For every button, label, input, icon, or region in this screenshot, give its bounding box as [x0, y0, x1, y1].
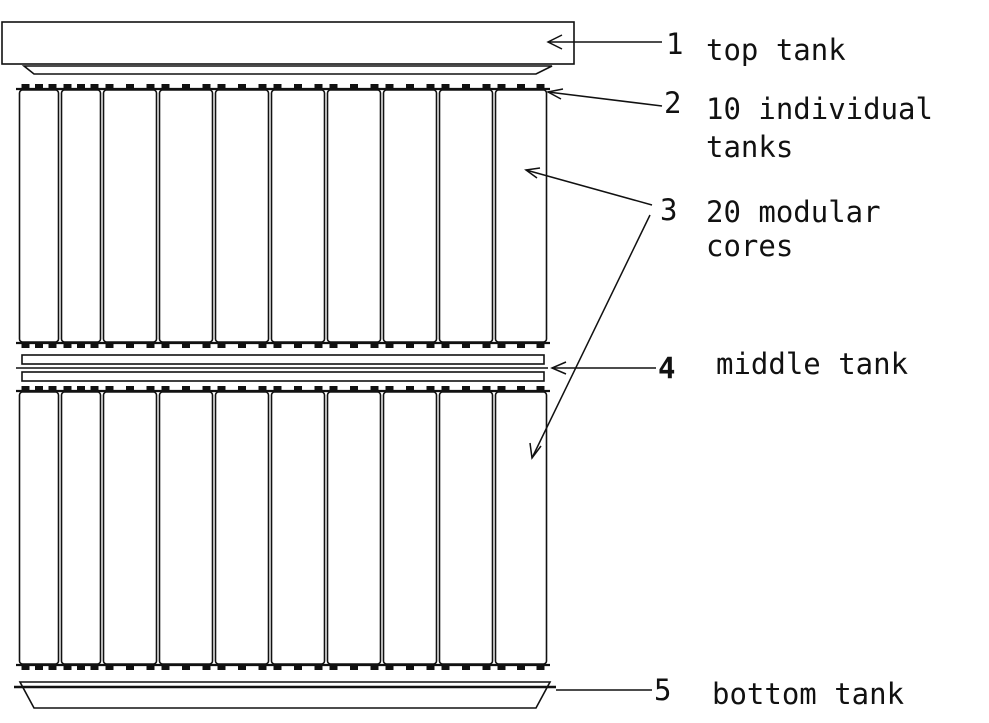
lower-core — [102, 386, 158, 670]
upper-core — [102, 84, 158, 348]
upper-core — [270, 84, 326, 348]
arrowhead-3b — [529, 442, 542, 460]
label-2-line1: 10 individual — [706, 92, 933, 126]
upper-core — [326, 84, 382, 348]
upper-core — [60, 84, 102, 348]
lower-core — [494, 386, 548, 670]
leaders — [524, 34, 663, 691]
label-3-line2: cores — [706, 229, 793, 263]
leader-2 — [547, 91, 663, 107]
bottom-tank — [14, 681, 556, 709]
label-3-number: 3 — [660, 193, 677, 227]
lower-core — [158, 386, 214, 670]
upper-core — [494, 84, 548, 348]
upper-core — [438, 84, 494, 348]
lower-core — [270, 386, 326, 670]
label-4-number: 4 — [658, 351, 675, 385]
label-2-line2: tanks — [706, 130, 793, 164]
leader-3a — [525, 169, 653, 206]
lower-core — [60, 386, 102, 670]
label-3-line1: 20 modular — [706, 195, 881, 229]
label-5-number: 5 — [654, 673, 671, 707]
lower-core — [438, 386, 494, 670]
arrowhead-3a — [524, 167, 541, 179]
upper-core — [18, 84, 60, 348]
upper-core — [214, 84, 270, 348]
labels: 1 top tank 2 10 individual tanks 3 20 mo… — [654, 27, 933, 711]
leader-3b — [531, 214, 651, 459]
upper-core — [158, 84, 214, 348]
lower-core — [18, 386, 60, 670]
lower-core — [382, 386, 438, 670]
top-tank — [1, 21, 575, 65]
upper-core-row — [16, 84, 550, 348]
label-1-number: 1 — [666, 27, 683, 61]
lower-core — [326, 386, 382, 670]
lower-core — [214, 386, 270, 670]
upper-core — [382, 84, 438, 348]
arrowhead-2 — [545, 88, 564, 100]
arrowhead-4 — [550, 361, 567, 375]
label-4-text: middle tank — [716, 347, 909, 381]
structure — [1, 21, 575, 709]
label-2-number: 2 — [664, 86, 681, 120]
label-5-text: bottom tank — [712, 677, 905, 711]
arrowhead-1 — [546, 34, 563, 50]
lower-core-row — [16, 386, 550, 670]
middle-tank — [16, 354, 548, 382]
label-1-text: top tank — [706, 33, 846, 67]
top-tank-plate — [21, 65, 553, 75]
